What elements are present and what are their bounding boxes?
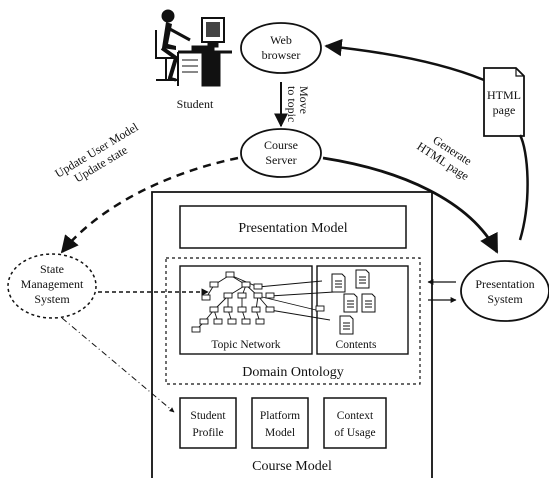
platform-model-label-1: Platform	[260, 410, 300, 422]
presentation-to-browser-arrow	[326, 46, 529, 241]
presentation-model-label: Presentation Model	[238, 221, 347, 236]
topic-network-label: Topic Network	[211, 339, 280, 351]
web-browser-label-2: browser	[262, 48, 301, 62]
student-profile-box: Student Profile	[179, 397, 237, 449]
generate-html-arrow	[322, 156, 499, 254]
state-to-student-profile-arrow	[61, 317, 175, 413]
platform-model-label-2: Model	[265, 427, 295, 439]
state-management-label-1: State	[40, 262, 64, 276]
course-server-label-2: Server	[265, 153, 296, 167]
document-icon	[343, 293, 358, 313]
context-of-usage-box: Context of Usage	[323, 397, 387, 449]
document-icon	[339, 315, 354, 335]
contents-label: Contents	[336, 339, 377, 351]
student-icon	[155, 9, 232, 87]
presentation-system-label-2: System	[487, 292, 523, 306]
html-page-label-1: HTML	[487, 88, 521, 102]
update-user-model-arrow	[60, 156, 239, 254]
student-label: Student	[177, 97, 214, 111]
html-page-document: HTML page	[483, 67, 525, 137]
course-server-node: Course Server	[240, 128, 322, 178]
domain-ontology-label: Domain Ontology	[242, 365, 344, 380]
svg-text:to topic: to topic	[285, 86, 299, 122]
web-browser-label-1: Web	[270, 33, 292, 47]
course-model-label: Course Model	[252, 459, 332, 474]
state-management-label-2: Management	[21, 277, 84, 291]
platform-model-box: Platform Model	[251, 397, 309, 449]
state-management-node: State Management System	[7, 253, 97, 319]
move-to-topic-label: Move to topic	[285, 86, 311, 122]
document-icon	[355, 269, 370, 289]
presentation-system-label-1: Presentation	[475, 277, 534, 291]
html-page-label-2: page	[493, 103, 516, 117]
domain-ontology-box: Domain Ontology	[165, 257, 421, 385]
course-model-box: Course Model	[151, 191, 433, 478]
topic-network-graph	[191, 271, 335, 333]
svg-text:Move: Move	[297, 86, 311, 114]
course-server-label-1: Course	[264, 138, 298, 152]
context-of-usage-label-2: of Usage	[334, 427, 375, 439]
context-of-usage-label-1: Context	[337, 410, 374, 422]
generate-html-label: Generate HTML page	[414, 133, 474, 183]
document-icon	[331, 273, 346, 293]
web-browser-node: Web browser	[240, 22, 322, 74]
document-icon	[361, 293, 376, 313]
student-profile-label-2: Profile	[192, 427, 223, 439]
student-profile-label-1: Student	[190, 410, 226, 422]
presentation-system-node: Presentation System	[460, 260, 549, 322]
update-user-model-label: Update User Model Update state	[52, 119, 141, 185]
state-management-label-3: System	[34, 292, 70, 306]
presentation-model-box: Presentation Model	[179, 205, 407, 249]
